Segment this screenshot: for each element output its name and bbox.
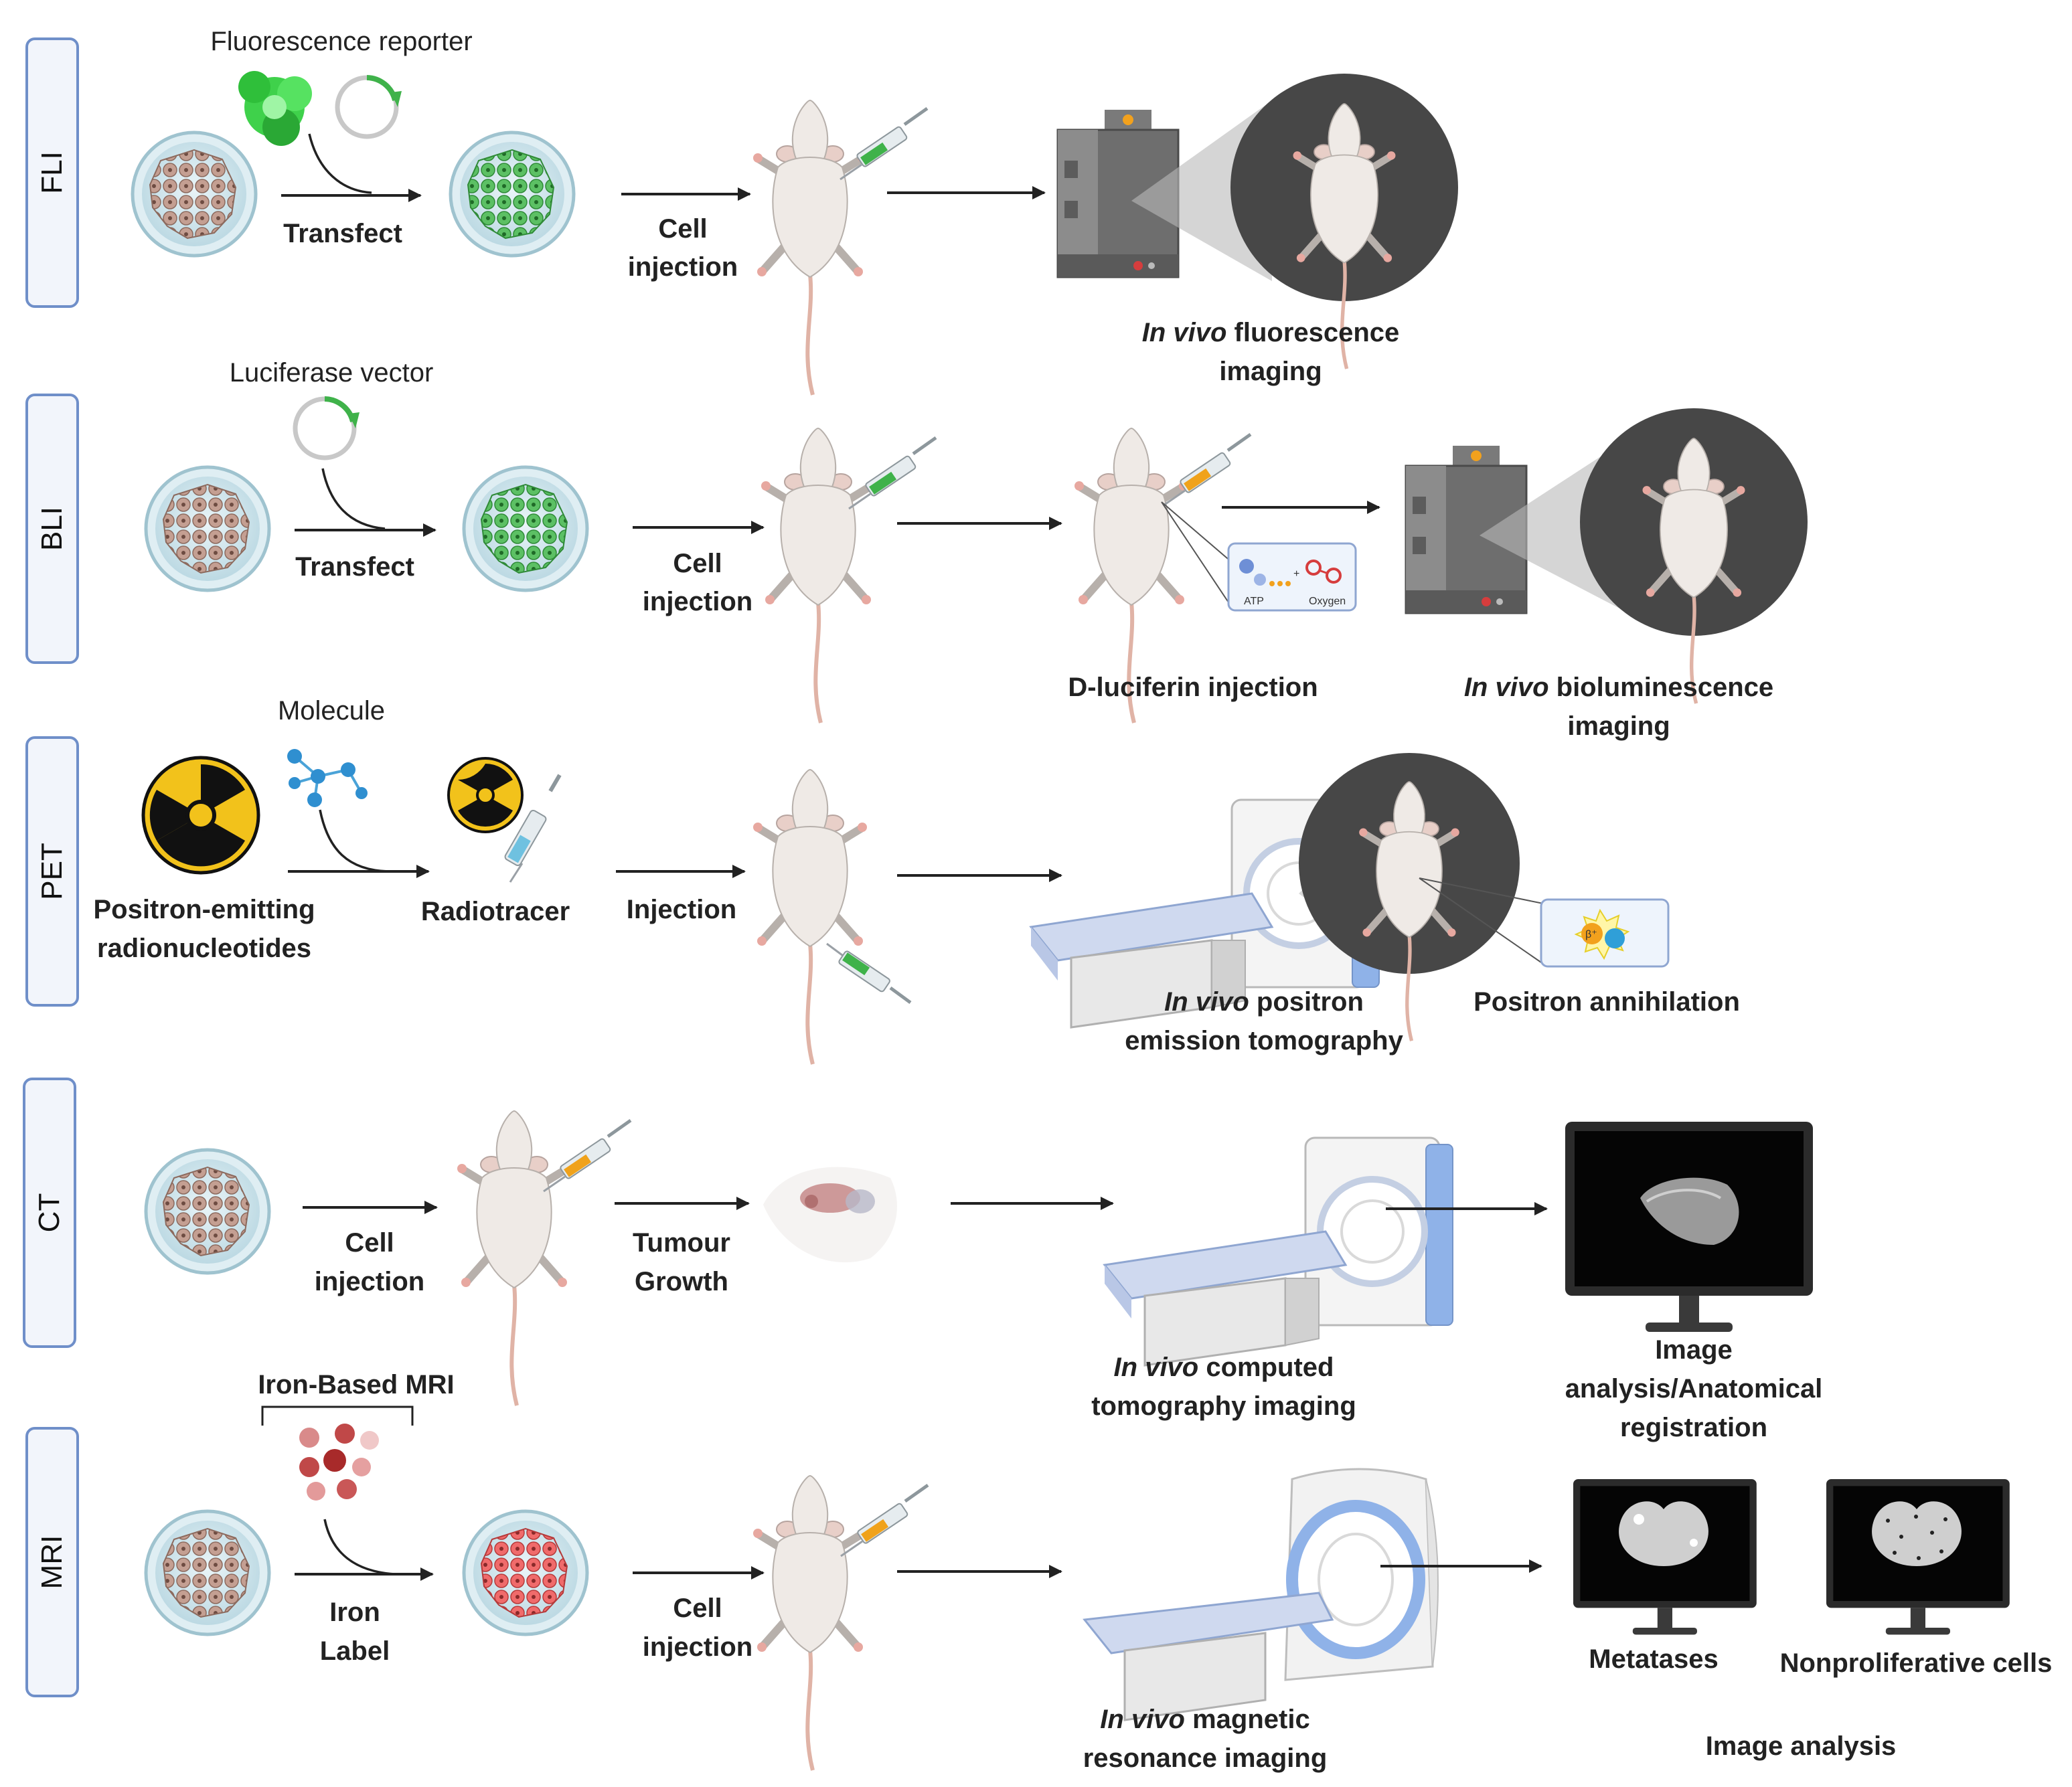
iron-particles-icon [299, 1424, 379, 1501]
label-iron-label-2: Label [320, 1636, 390, 1666]
label-positron-annihilation: Positron annihilation [1473, 987, 1740, 1017]
label-emitter-1: Positron-emitting [93, 895, 315, 924]
label-nonproliferative: Nonproliferative cells [1780, 1648, 2053, 1678]
brain-metastases [1619, 1501, 1708, 1566]
mouse [457, 1111, 571, 1406]
side-tab-mri: MRI [25, 1427, 79, 1697]
annihilation-callout: β⁺ [1540, 898, 1670, 968]
side-tab-fli: FLI [25, 37, 79, 308]
label-analysis-2: analysis/Anatomical [1565, 1374, 1823, 1403]
label-beta: β⁺ [1585, 929, 1597, 940]
syringe-icon [849, 438, 936, 509]
petri-dish-unlabeled [146, 467, 269, 590]
mouse [753, 770, 867, 1064]
label-transfect: Transfect [295, 552, 414, 582]
syringe-icon [840, 108, 927, 179]
label-ct-imaging-2: tomography imaging [1091, 1391, 1356, 1421]
label-molecule: Molecule [278, 696, 385, 726]
label-cell-injection-2: injection [643, 1632, 752, 1662]
label-injection: Injection [627, 895, 736, 924]
label-analysis-3: registration [1620, 1413, 1767, 1442]
label-atp: ATP [1244, 596, 1264, 607]
mouse [753, 1476, 867, 1770]
syringe-icon [841, 1485, 928, 1556]
merge-curve [323, 1519, 396, 1576]
label-iron-label-1: Iron [329, 1598, 380, 1627]
label-bli-imaging-1: In vivo bioluminescence [1464, 673, 1773, 702]
label-pet-imaging-1: In vivo positron [1164, 987, 1364, 1017]
mouse [753, 100, 867, 395]
svg-text:+: + [1293, 568, 1299, 580]
side-label-mri: MRI [35, 1535, 68, 1590]
mouse [761, 428, 875, 723]
merge-curve [321, 468, 386, 530]
petri-dish-unlabeled [146, 1150, 269, 1273]
label-cell-injection-2: injection [628, 252, 738, 282]
label-tumour-growth-2: Growth [635, 1267, 728, 1296]
radiotracer-icon [447, 757, 524, 833]
side-label-ct: CT [33, 1193, 66, 1233]
reaction-callout: + ATP Oxygen [1227, 542, 1357, 612]
label-cell-injection-1: Cell [673, 1594, 722, 1623]
molecule-icon [287, 749, 368, 807]
label-fli-imaging-1: In vivo fluorescence [1142, 318, 1400, 347]
label-cell-injection-2: injection [643, 587, 752, 616]
label-fluorescence-reporter: Fluorescence reporter [210, 27, 472, 56]
syringe-icon [544, 1120, 631, 1191]
label-cell-injection-1: Cell [658, 214, 707, 244]
label-oxygen: Oxygen [1309, 596, 1346, 607]
petri-dish-fluorescent [451, 133, 574, 256]
label-emitter-2: radionucleotides [97, 934, 311, 963]
petri-dish-unlabeled [146, 1511, 269, 1634]
label-iron-based-mri: Iron-Based MRI [258, 1370, 454, 1399]
side-label-pet: PET [35, 843, 68, 900]
label-luciferin-injection: D-luciferin injection [1068, 673, 1318, 702]
label-transfect: Transfect [283, 219, 402, 248]
label-bli-imaging-2: imaging [1567, 711, 1670, 741]
merge-curve [319, 809, 389, 873]
callout-pointer [1161, 501, 1232, 603]
side-tab-pet: PET [25, 736, 79, 1007]
label-luciferase-vector: Luciferase vector [230, 358, 434, 388]
callout-pointer [1419, 877, 1544, 964]
plasmid-icon [335, 75, 402, 139]
label-cell-injection-2: injection [315, 1267, 424, 1296]
syringe-icon [826, 942, 912, 1005]
mri-scanner [1085, 1469, 1438, 1720]
label-fli-imaging-2: imaging [1219, 357, 1322, 386]
label-pet-imaging-2: emission tomography [1125, 1026, 1403, 1055]
fluorescent-protein-icon [238, 71, 312, 146]
label-ct-imaging-1: In vivo computed [1114, 1353, 1334, 1382]
label-cell-injection-1: Cell [673, 549, 722, 578]
bracket [261, 1406, 414, 1426]
side-label-bli: BLI [35, 507, 68, 551]
petri-dish-unlabeled [133, 133, 256, 256]
radiation-icon [141, 756, 260, 875]
petri-dish-luciferase [464, 467, 587, 590]
label-analysis-1: Image [1655, 1335, 1733, 1365]
view-cone [1131, 100, 1272, 281]
plasmid-icon [293, 396, 360, 460]
side-tab-bli: BLI [25, 394, 79, 664]
ct-scanner [1105, 1138, 1453, 1365]
syringe-icon [504, 774, 562, 883]
label-mri-imaging-2: resonance imaging [1083, 1743, 1328, 1773]
merge-curve [308, 133, 372, 194]
label-mri-imaging-1: In vivo magnetic [1100, 1705, 1309, 1734]
petri-dish-iron [464, 1511, 587, 1634]
label-image-analysis: Image analysis [1706, 1731, 1897, 1761]
side-tab-ct: CT [23, 1078, 76, 1348]
label-tumour-growth-1: Tumour [633, 1228, 730, 1258]
mouse-head-tumour [763, 1167, 897, 1263]
brain-nonproliferative [1872, 1501, 1962, 1566]
label-cell-injection-1: Cell [345, 1228, 394, 1258]
label-metastases: Metatases [1589, 1644, 1718, 1674]
label-radiotracer: Radiotracer [421, 897, 570, 926]
side-label-fli: FLI [35, 151, 68, 194]
